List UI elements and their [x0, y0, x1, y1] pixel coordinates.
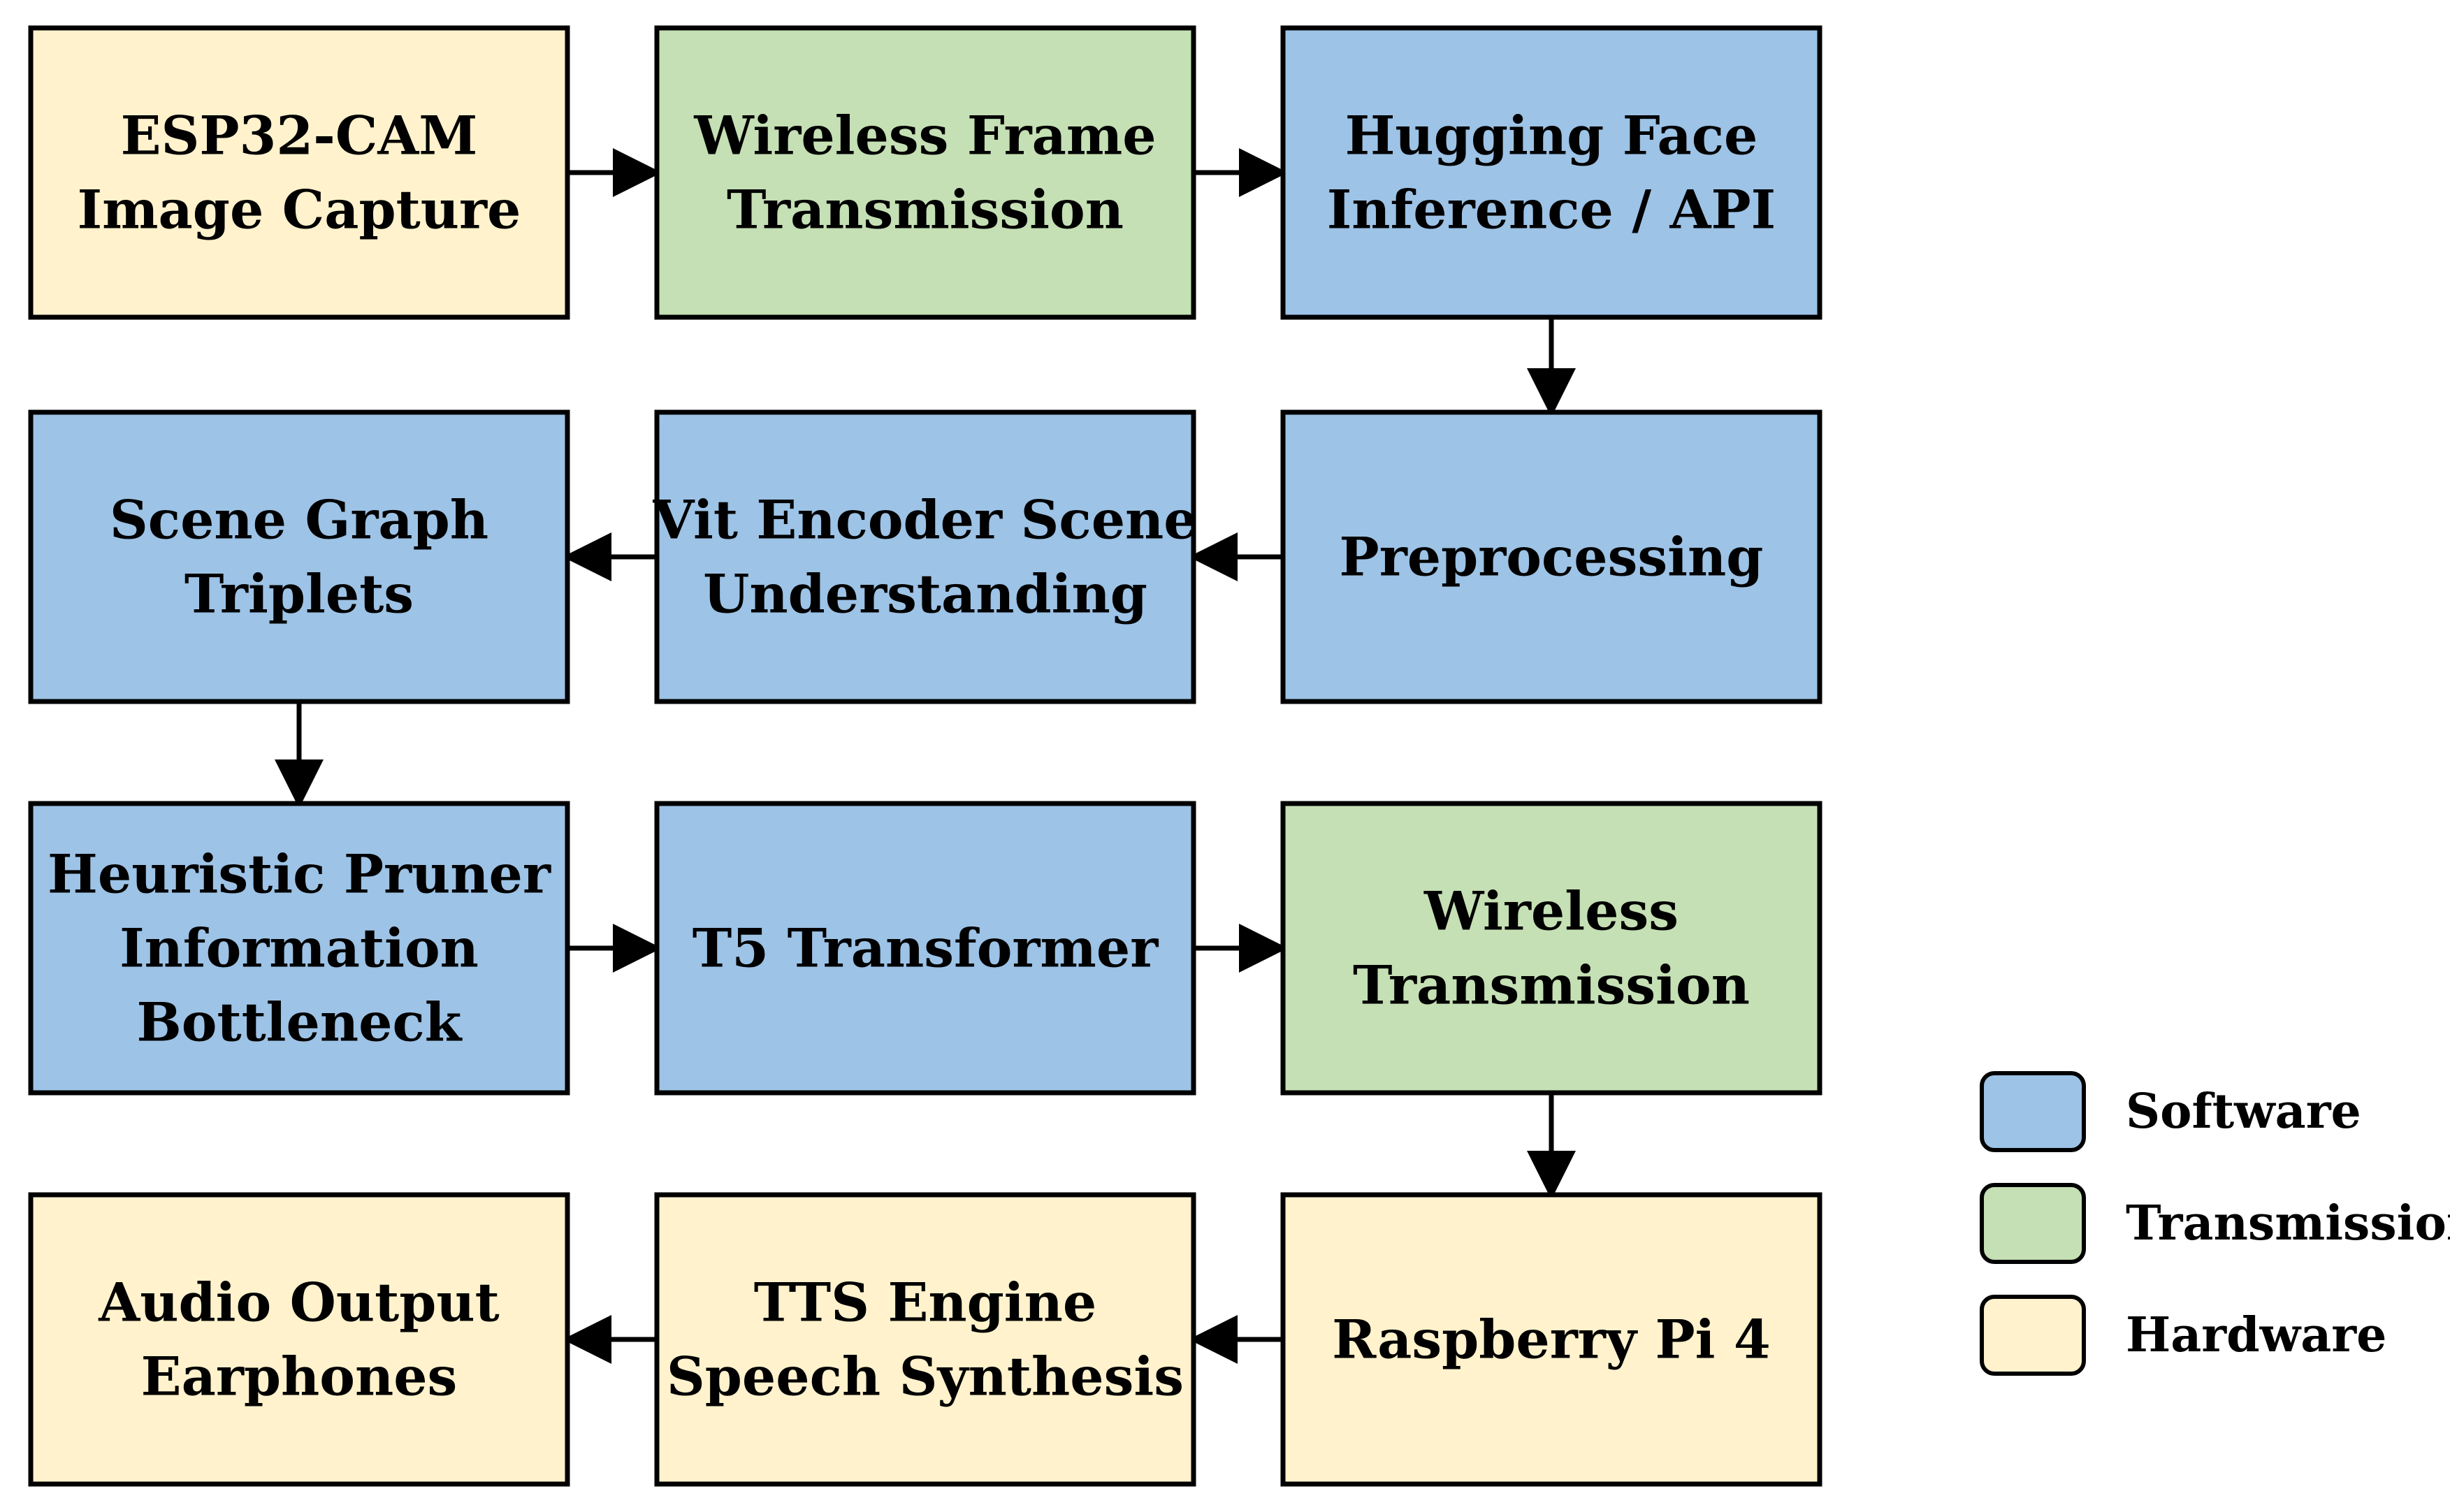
- node-label-audio-output: Earphones: [141, 1346, 458, 1408]
- node-box-heuristic-pruner: [28, 801, 570, 1096]
- node-label-heuristic-pruner: Information: [119, 917, 479, 980]
- node-label-hugging-face: Hugging Face: [1345, 105, 1758, 167]
- node-box-esp32-cam: [28, 25, 570, 320]
- node-box-preprocessing: [1280, 409, 1822, 704]
- node-preprocessing: Preprocessing: [1280, 409, 1822, 704]
- node-raspberry-pi: Raspberry Pi 4: [1280, 1192, 1822, 1487]
- legend-label-transmission: Transmission: [2126, 1195, 2450, 1251]
- node-label-t5-transformer: T5 Transformer: [693, 917, 1159, 980]
- legend-item-transmission: Transmission: [1980, 1183, 2450, 1264]
- node-label-tts-engine: TTS Engine: [754, 1272, 1097, 1334]
- node-box-raspberry-pi: [1280, 1192, 1822, 1487]
- nodes-layer: ESP32-CAM Image Capture Wireless FrameTran…: [28, 25, 1822, 1487]
- node-box-audio-output: [28, 1192, 570, 1487]
- node-box-wireless-frame: [654, 25, 1196, 320]
- node-label-scene-graph: Triplets: [184, 563, 414, 625]
- legend-item-software: Software: [1980, 1071, 2361, 1152]
- legend-item-hardware: Hardware: [1980, 1295, 2386, 1376]
- node-label-esp32-cam: ESP32-CAM: [121, 105, 478, 167]
- legend-swatch-transmission: [1980, 1183, 2086, 1264]
- legend-label-hardware: Hardware: [2126, 1307, 2386, 1363]
- node-label-tts-engine: Speech Synthesis: [667, 1346, 1184, 1408]
- node-label-raspberry-pi: Raspberry Pi 4: [1332, 1309, 1771, 1371]
- node-box-scene-graph: [28, 409, 570, 704]
- node-label-wireless-transmission: Transmission: [1353, 954, 1750, 1017]
- node-label-scene-graph: Scene Graph: [110, 489, 488, 551]
- node-t5-transformer: T5 Transformer: [654, 801, 1196, 1096]
- node-label-vit-encoder: Vit Encoder Scene: [652, 489, 1197, 551]
- legend-swatch-hardware: [1980, 1295, 2086, 1376]
- legend-label-software: Software: [2126, 1084, 2361, 1140]
- node-label-vit-encoder: Understanding: [703, 563, 1147, 625]
- node-label-hugging-face: Inference / API: [1327, 179, 1776, 241]
- node-label-heuristic-pruner: Heuristic Pruner: [48, 843, 551, 906]
- node-label-preprocessing: Preprocessing: [1340, 526, 1764, 588]
- node-label-wireless-frame: Transmission: [727, 179, 1124, 241]
- node-box-t5-transformer: [654, 801, 1196, 1096]
- node-label-esp32-cam: Image Capture: [78, 179, 521, 241]
- node-box-vit-encoder: [654, 409, 1196, 704]
- node-label-wireless-frame: Wireless Frame: [693, 105, 1156, 167]
- node-box-wireless-transmission: [1280, 801, 1822, 1096]
- node-label-wireless-transmission: Wireless: [1423, 880, 1679, 943]
- node-box-hugging-face: [1280, 25, 1822, 320]
- node-label-heuristic-pruner: Bottleneck: [137, 991, 463, 1054]
- node-label-audio-output: Audio Output: [98, 1272, 499, 1334]
- node-box-tts-engine: [654, 1192, 1196, 1487]
- edges-layer: [275, 148, 1576, 1364]
- legend-swatch-software: [1980, 1071, 2086, 1152]
- node-esp32-cam: ESP32-CAM Image Capture: [28, 25, 570, 320]
